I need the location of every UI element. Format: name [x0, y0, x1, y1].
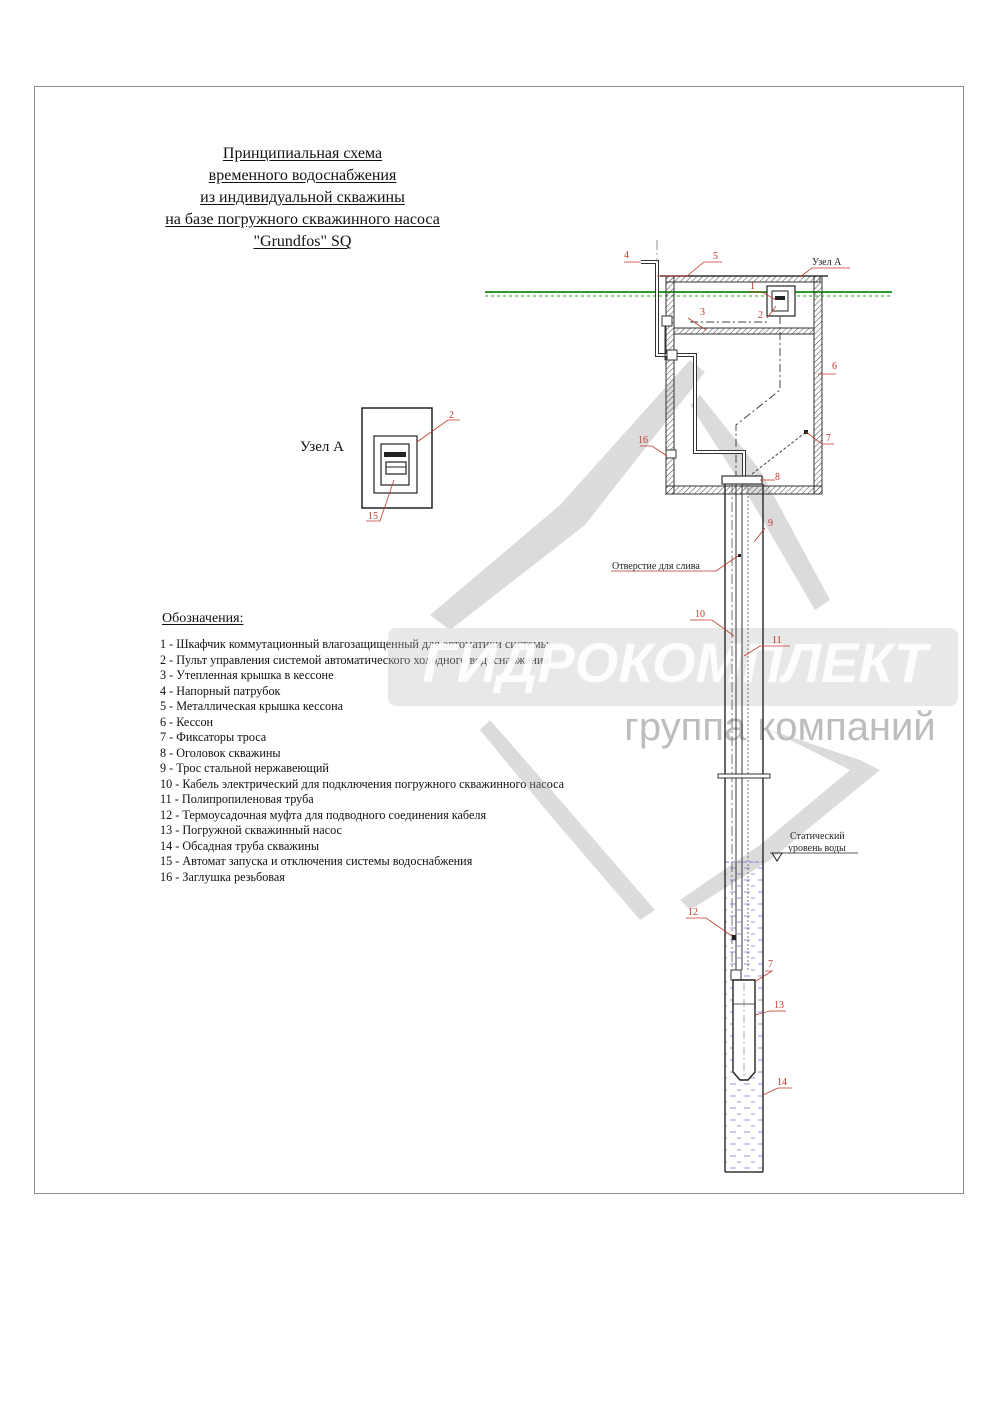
callout-10: 10	[695, 609, 705, 620]
callout-leaders	[611, 261, 850, 1096]
static-level-label-2: уровень воды	[788, 843, 846, 854]
node-a-caption: Узел А	[300, 439, 344, 455]
legend-item: 5 - Металлическая крышка кессона	[160, 699, 344, 713]
callout-6: 6	[832, 361, 837, 372]
title-line-2: временного водоснабжения	[208, 167, 397, 184]
callout-14: 14	[777, 1077, 787, 1088]
callout-2: 2	[758, 310, 763, 321]
drain-hole-label: Отверстие для слива	[612, 561, 700, 572]
title-line-3: из индивидуальной скважины	[200, 189, 405, 206]
callout-5: 5	[713, 251, 718, 262]
title-line-1: Принципиальная схема	[222, 145, 383, 162]
callout-12: 12	[688, 907, 698, 918]
callout-8: 8	[775, 472, 780, 483]
legend-item: 8 - Оголовок скважины	[160, 745, 281, 760]
static-level-label-1: Статический	[790, 831, 845, 842]
legend-item: 15 - Автомат запуска и отключения систем…	[160, 854, 473, 868]
watermark-subtitle: группа компаний	[624, 705, 935, 749]
caisson	[641, 240, 828, 495]
diagram-title: Принципиальная схема временного водоснаб…	[130, 143, 475, 253]
legend-item: 12 - Термоусадочная муфта для подводного…	[160, 807, 487, 822]
node-a-callout-15: 15	[368, 511, 378, 522]
callout-7-bottom: 7	[768, 959, 773, 970]
legend-item: 10 - Кабель электрический для подключени…	[160, 776, 565, 791]
node-a-callout-2: 2	[449, 410, 454, 421]
legend-list: 1 - Шкафчик коммутационный влагозащищенн…	[160, 637, 564, 885]
well-casing	[717, 484, 771, 1173]
callout-9: 9	[768, 518, 773, 529]
callout-7-top: 7	[826, 433, 831, 444]
legend-item: 1 - Шкафчик коммутационный влагозащищенн…	[160, 637, 549, 651]
legend-item: 14 - Обсадная труба скважины	[160, 838, 320, 853]
static-level-mark	[770, 852, 858, 862]
ground-surface	[485, 291, 892, 297]
node-a-tag: Узел А	[812, 257, 842, 268]
legend-item: 11 - Полипропиленовая труба	[160, 792, 314, 806]
watermark-brand: ГИДРОКОМПЛЕКТ	[422, 631, 932, 694]
legend-item: 13 - Погружной скважинный насос	[160, 823, 342, 837]
watermark-logo	[388, 360, 958, 920]
legend-item: 9 - Трос стальной нержавеющий	[160, 761, 329, 775]
drawing-frame	[34, 86, 964, 1194]
callout-4: 4	[624, 250, 629, 261]
title-line-5: "Grundfos" SQ	[253, 233, 352, 250]
legend-item: 2 - Пульт управления системой автоматиче…	[160, 652, 550, 667]
legend-item: 6 - Кессон	[160, 714, 214, 729]
callout-13: 13	[774, 1000, 784, 1011]
submersible-pump	[730, 969, 756, 1081]
callout-11: 11	[772, 635, 782, 646]
legend-item: 7 - Фиксаторы троса	[160, 730, 267, 744]
callout-16: 16	[638, 435, 648, 446]
legend-item: 4 - Напорный патрубок	[160, 683, 281, 698]
callout-3: 3	[700, 307, 705, 318]
callout-1: 1	[750, 281, 755, 292]
legend-item: 3 - Утепленная крышка в кессоне	[160, 668, 334, 682]
node-a-detail	[361, 407, 460, 522]
legend-title: Обозначения:	[162, 611, 244, 626]
title-line-4: на базе погружного скважинного насоса	[165, 211, 440, 228]
legend-item: 16 - Заглушка резьбовая	[160, 869, 285, 884]
